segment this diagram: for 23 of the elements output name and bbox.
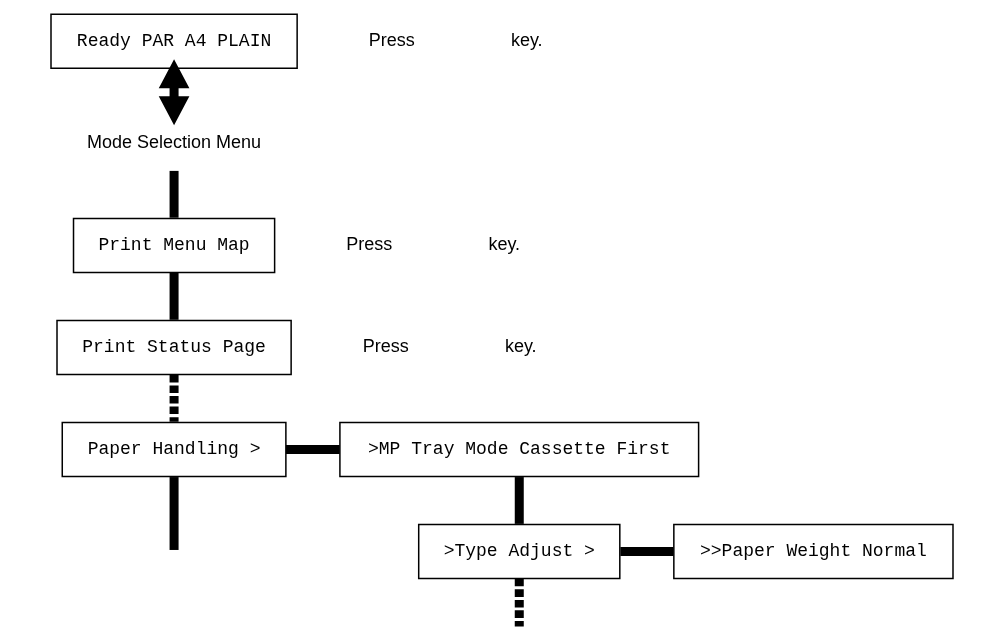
label: key. (504, 336, 537, 357)
label: Press (362, 336, 409, 357)
connector (169, 375, 179, 422)
label: Press (346, 234, 393, 255)
connector (286, 445, 340, 455)
label: key. (488, 234, 521, 255)
node-box: >>Paper Weight Normal (673, 523, 954, 580)
connector (169, 272, 179, 320)
arrow (158, 59, 190, 126)
connector (514, 578, 524, 627)
connector (169, 477, 179, 550)
node-box: Print Menu Map (72, 217, 276, 274)
node-box: >MP Tray Mode Cassette First (339, 421, 700, 478)
label: key. (510, 29, 543, 50)
connector (620, 547, 674, 557)
connector (514, 477, 524, 524)
node-box: Ready PAR A4 PLAIN (50, 13, 298, 70)
label: Press (368, 29, 415, 50)
node-box: Print Status Page (56, 319, 292, 376)
node-box: Paper Handling > (61, 421, 287, 478)
node-box: >Type Adjust > (417, 523, 621, 580)
node-text: Mode Selection Menu (87, 132, 262, 153)
connector (169, 170, 179, 218)
